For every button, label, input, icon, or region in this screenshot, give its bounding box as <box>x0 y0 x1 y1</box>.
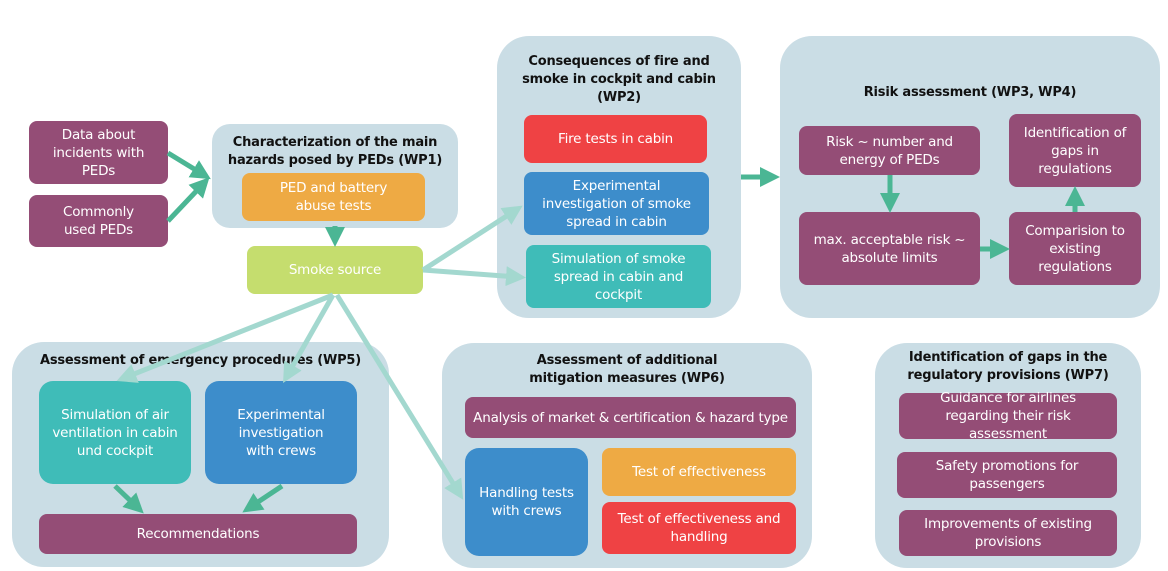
common-peds-box: Commonly used PEDs <box>29 195 168 247</box>
wp7-title: Identification of gaps in the regulatory… <box>907 350 1109 383</box>
wp34-title: Risik assessment (WP3, WP4) <box>863 85 1077 100</box>
arrow-peds-to-wp1 <box>166 177 210 223</box>
analysis-box: Analysis of market & certification & haz… <box>465 397 796 438</box>
experimental-crews-box: Experimental investigation with crews <box>205 381 357 484</box>
comparison-box: Comparision to existing regulations <box>1009 212 1141 285</box>
fire-tests-box: Fire tests in cabin <box>524 115 707 163</box>
test-effectiveness-handling-box: Test of effectiveness and handling <box>602 502 796 554</box>
simulation-smoke-box: Simulation of smoke spread in cabin and … <box>526 245 711 308</box>
safety-promotions-box: Safety promotions for passengers <box>897 452 1117 498</box>
wp6-title: Assessment of additional mitigation meas… <box>529 353 725 386</box>
guidance-box: Guidance for airlines regarding their ri… <box>899 390 1117 442</box>
smoke-source-box: Smoke source <box>247 246 423 294</box>
handling-tests-box: Handling tests with crews <box>465 448 588 556</box>
arrow-incidents-to-wp1 <box>166 150 211 180</box>
wp1-title: Characterization of the main hazards pos… <box>227 135 443 168</box>
experimental-smoke-box: Experimental investigation of smoke spre… <box>524 172 709 235</box>
simulation-air-box: Simulation of air ventilation in cabin u… <box>39 381 191 484</box>
abuse-tests-box: PED and battery abuse tests <box>242 173 425 221</box>
wp2-title: Consequences of fire and smoke in cockpi… <box>522 54 716 105</box>
test-effectiveness-box: Test of effectiveness <box>602 448 796 496</box>
improvements-box: Improvements of existing provisions <box>899 510 1117 556</box>
risk-number-box: Risk ~ number and energy of PEDs <box>799 126 980 175</box>
wp5-title: Assessment of emergency procedures (WP5) <box>40 353 361 368</box>
max-risk-box: max. acceptable risk ~ absolute limits <box>799 212 980 285</box>
identification-box: Identification of gaps in regulations <box>1009 114 1141 187</box>
incident-data-box: Data about incidents with PEDs <box>29 121 168 184</box>
recommendations-box: Recommendations <box>39 514 357 554</box>
